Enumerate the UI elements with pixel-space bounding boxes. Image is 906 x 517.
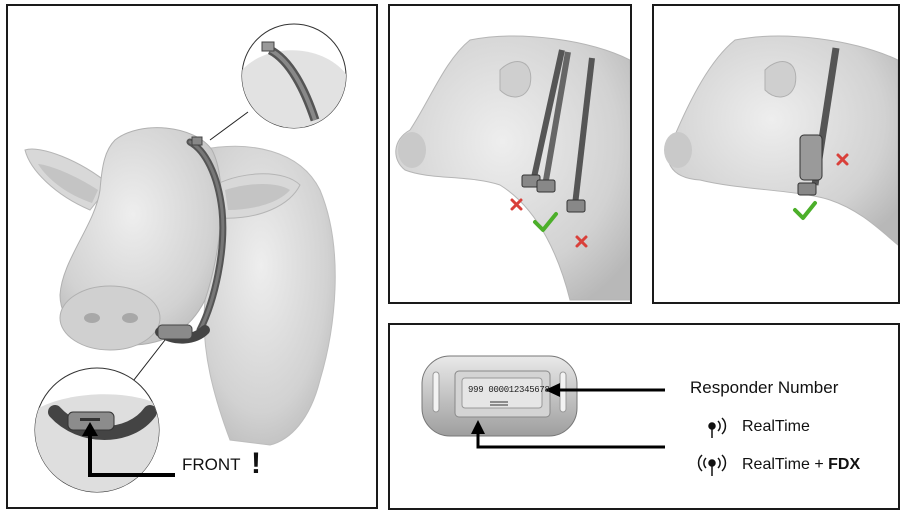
cross-icon [512,200,521,209]
realtime-fdx-label: RealTime + FDX [742,456,860,474]
responder-tag-illustration [422,356,577,436]
tag-number-text: 999 000012345678 [468,385,550,395]
realtime-label: RealTime [742,418,810,436]
check-icon [795,203,815,218]
fdx-label: FDX [828,456,860,473]
buckle-detail-callout [242,24,350,130]
front-label: FRONT [182,455,241,475]
antenna-dual-icon [699,455,726,476]
antenna-icon [709,418,725,438]
realtime-fdx-prefix: RealTime + [742,456,828,473]
cow-side-collar-positions [396,36,632,300]
responder-number-label: Responder Number [690,378,838,398]
cow-side-collar-weight [664,36,898,245]
front-warning-mark: ! [251,447,261,481]
